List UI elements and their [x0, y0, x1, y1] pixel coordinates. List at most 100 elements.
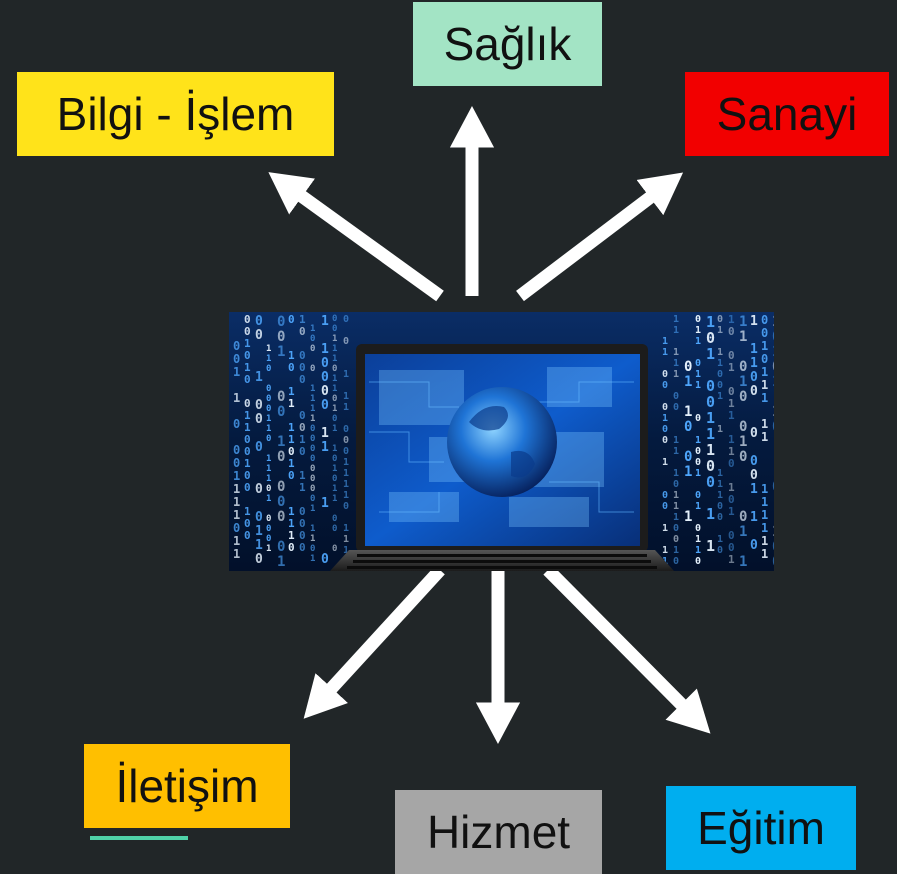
svg-text:0: 0 — [310, 464, 315, 474]
svg-text:0: 0 — [321, 370, 329, 385]
svg-text:1: 1 — [717, 325, 723, 336]
svg-text:0: 0 — [728, 385, 735, 398]
svg-text:1: 1 — [310, 554, 315, 564]
svg-text:1: 1 — [673, 545, 679, 556]
svg-text:0: 0 — [233, 443, 240, 457]
svg-text:1: 1 — [277, 344, 285, 360]
svg-text:1: 1 — [343, 523, 349, 534]
svg-text:0: 0 — [310, 484, 315, 494]
svg-text:0: 0 — [332, 474, 337, 484]
svg-text:1: 1 — [761, 508, 768, 522]
svg-text:0: 0 — [728, 529, 735, 542]
svg-text:1: 1 — [662, 457, 668, 468]
svg-text:0: 0 — [266, 384, 271, 394]
svg-text:1: 1 — [772, 404, 774, 420]
svg-text:0: 0 — [310, 454, 315, 464]
svg-text:1: 1 — [662, 336, 668, 347]
svg-text:0: 0 — [761, 352, 768, 366]
svg-text:0: 0 — [255, 398, 263, 413]
svg-text:0: 0 — [299, 361, 306, 374]
svg-text:0: 0 — [695, 523, 701, 534]
svg-text:0: 0 — [244, 469, 251, 482]
svg-text:1: 1 — [277, 554, 285, 570]
svg-text:0: 0 — [288, 469, 295, 482]
svg-text:0: 0 — [332, 314, 337, 324]
svg-text:0: 0 — [233, 521, 240, 535]
svg-text:0: 0 — [310, 544, 315, 554]
svg-text:0: 0 — [299, 541, 306, 554]
svg-text:1: 1 — [684, 404, 692, 420]
svg-text:0: 0 — [695, 446, 701, 457]
svg-text:1: 1 — [299, 481, 306, 494]
svg-text:0: 0 — [299, 529, 306, 542]
svg-text:0: 0 — [662, 501, 668, 512]
svg-text:1: 1 — [761, 417, 768, 431]
svg-text:0: 0 — [684, 449, 692, 465]
svg-text:0: 0 — [244, 325, 251, 338]
svg-text:0: 0 — [277, 494, 285, 510]
svg-text:0: 0 — [288, 445, 295, 458]
svg-text:1: 1 — [233, 482, 240, 496]
svg-text:0: 0 — [299, 325, 306, 338]
svg-text:1: 1 — [266, 474, 271, 484]
svg-text:0: 0 — [728, 325, 735, 338]
svg-text:1: 1 — [233, 391, 240, 405]
svg-text:0: 0 — [673, 523, 679, 534]
svg-text:0: 0 — [695, 556, 701, 567]
svg-text:1: 1 — [310, 384, 315, 394]
svg-text:0: 0 — [255, 440, 263, 455]
svg-text:1: 1 — [728, 361, 735, 374]
svg-text:0: 0 — [706, 329, 715, 347]
svg-text:1: 1 — [288, 349, 295, 362]
svg-text:1: 1 — [244, 505, 251, 518]
svg-text:1: 1 — [739, 524, 747, 540]
svg-text:0: 0 — [728, 541, 735, 554]
label-egitim: Eğitim — [666, 786, 856, 870]
svg-text:1: 1 — [761, 521, 768, 535]
svg-text:1: 1 — [761, 495, 768, 509]
svg-text:0: 0 — [288, 313, 295, 326]
svg-text:1: 1 — [662, 347, 668, 358]
svg-text:0: 0 — [728, 457, 735, 470]
svg-text:1: 1 — [310, 504, 315, 514]
svg-text:1: 1 — [288, 457, 295, 470]
svg-text:1: 1 — [332, 404, 337, 414]
svg-text:0: 0 — [717, 512, 723, 523]
svg-text:0: 0 — [255, 314, 263, 329]
svg-text:1: 1 — [244, 337, 251, 350]
svg-text:1: 1 — [277, 434, 285, 450]
svg-text:0: 0 — [695, 457, 701, 468]
svg-text:0: 0 — [277, 509, 285, 525]
svg-text:1: 1 — [233, 365, 240, 379]
svg-text:1: 1 — [266, 344, 271, 354]
svg-text:0: 0 — [277, 389, 285, 405]
svg-text:1: 1 — [233, 547, 240, 561]
svg-text:1: 1 — [750, 510, 758, 525]
svg-text:1: 1 — [717, 424, 723, 435]
svg-text:1: 1 — [761, 482, 768, 496]
svg-text:1: 1 — [310, 394, 315, 404]
svg-text:1: 1 — [728, 445, 735, 458]
svg-text:1: 1 — [695, 380, 701, 391]
svg-text:1: 1 — [244, 457, 251, 470]
svg-text:1: 1 — [772, 344, 774, 360]
laptop-image: 0011000111101100101001100100100001000001… — [229, 312, 774, 571]
svg-text:1: 1 — [266, 414, 271, 424]
svg-text:0: 0 — [310, 434, 315, 444]
svg-text:0: 0 — [310, 444, 315, 454]
svg-text:1: 1 — [695, 501, 701, 512]
svg-text:1: 1 — [310, 414, 315, 424]
svg-text:0: 0 — [662, 424, 668, 435]
svg-text:0: 0 — [332, 454, 337, 464]
svg-text:1: 1 — [332, 444, 337, 454]
svg-text:0: 0 — [706, 473, 715, 491]
svg-text:1: 1 — [673, 314, 679, 325]
svg-text:1: 1 — [706, 441, 715, 459]
svg-text:0: 0 — [772, 554, 774, 570]
svg-text:0: 0 — [772, 359, 774, 375]
svg-text:1: 1 — [739, 314, 747, 330]
svg-text:1: 1 — [717, 347, 723, 358]
svg-text:0: 0 — [739, 449, 747, 465]
svg-text:1: 1 — [255, 524, 263, 539]
